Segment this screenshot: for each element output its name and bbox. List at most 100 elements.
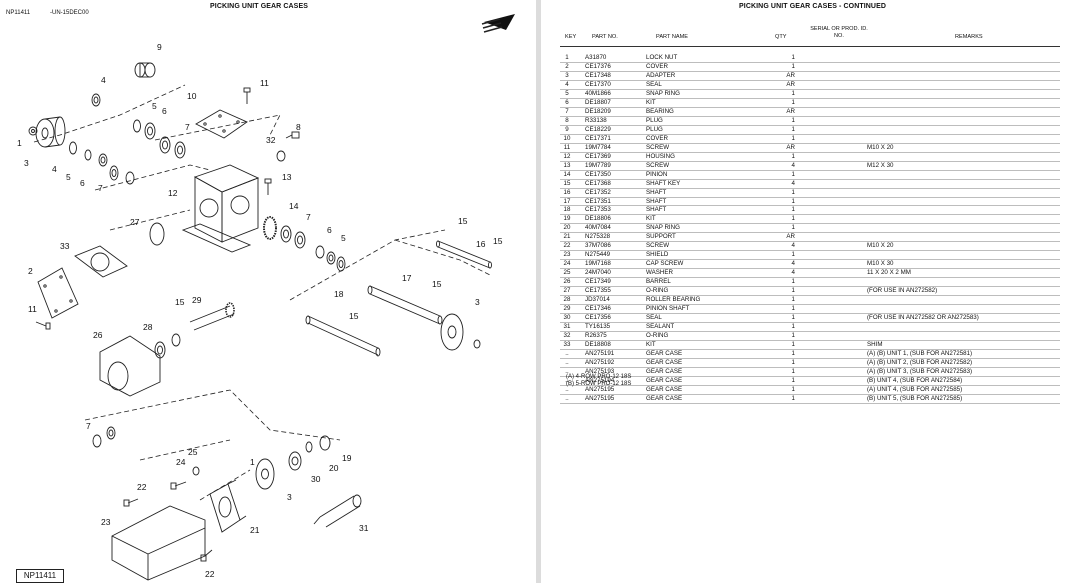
callout-number: 15 — [432, 279, 442, 289]
row-remarks: (A) UNIT 4, (SUB FOR AN272585) — [867, 385, 963, 393]
callout-number: 11 — [260, 78, 269, 88]
row-qty: 1 — [791, 206, 795, 214]
row-qty: 1 — [791, 349, 795, 357]
row-part-name: PLUG — [646, 116, 663, 124]
callout-number: 28 — [143, 322, 153, 332]
row-part-no: 19M7784 — [585, 143, 611, 151]
part-pinion — [263, 216, 346, 272]
part-lock-nut — [28, 126, 38, 136]
row-remarks: (A) (B) UNIT 3, (SUB FOR AN272583) — [867, 367, 973, 375]
row-part-name: BARREL — [646, 278, 671, 286]
row-qty: 1 — [791, 188, 795, 196]
callout-number: 1 — [250, 457, 255, 467]
row-qty: AR — [786, 107, 795, 115]
row-part-name: SNAP RING — [646, 224, 680, 232]
row-remarks: (B) UNIT 4, (SUB FOR AN272584) — [867, 376, 963, 384]
callout-number: 4 — [52, 164, 57, 174]
row-key: .. — [565, 349, 569, 357]
row-part-no: CE17346 — [585, 305, 611, 313]
row-key: 25 — [563, 269, 571, 277]
row-part-name: GEAR CASE — [646, 376, 683, 384]
row-part-name: SCREW — [646, 242, 670, 250]
row-qty: 1 — [791, 197, 795, 205]
part-rings-left — [69, 141, 135, 185]
row-part-no: CE17348 — [585, 71, 611, 79]
row-part-no: N275449 — [585, 251, 611, 259]
row-key: 9 — [565, 125, 569, 133]
right-page: PICKING UNIT GEAR CASES - CONTINUED KEY … — [541, 0, 1072, 583]
callout-number: 15 — [458, 216, 468, 226]
row-part-name: GEAR CASE — [646, 358, 683, 366]
footnote: (B) 5-ROW PRO-12 18S — [566, 381, 632, 387]
row-qty: 1 — [791, 152, 795, 160]
page-title: PICKING UNIT GEAR CASES — [210, 3, 308, 10]
part-roller-bearing — [154, 333, 181, 359]
callout-number: 21 — [250, 525, 260, 535]
part-shaft-16 — [436, 240, 492, 269]
part-plug-small — [285, 131, 300, 139]
row-part-no: CE17370 — [585, 80, 611, 88]
row-part-no: R26375 — [585, 332, 607, 340]
callout-number: 3 — [287, 492, 292, 502]
part-barrel — [99, 335, 161, 397]
row-key: 11 — [563, 143, 571, 151]
row-qty: 1 — [791, 62, 795, 70]
row-key: 4 — [565, 80, 569, 88]
row-key: 30 — [563, 314, 571, 322]
row-part-name: LOCK NUT — [646, 54, 678, 61]
callout-number: 6 — [327, 225, 332, 235]
row-part-no: CE18229 — [585, 125, 611, 133]
row-part-name: KIT — [646, 98, 656, 106]
row-key: 29 — [563, 305, 571, 313]
row-part-name: SCREW — [646, 143, 670, 151]
callout-number: 31 — [359, 523, 369, 533]
part-rings-lower — [288, 435, 331, 471]
row-key: .. — [565, 385, 569, 393]
row-qty: 1 — [791, 224, 795, 232]
row-part-no: DE18807 — [585, 98, 611, 106]
part-housing — [181, 164, 260, 253]
row-part-no: 19M7168 — [585, 260, 611, 268]
callout-number: 5 — [66, 172, 71, 182]
row-part-no: A31870 — [585, 54, 607, 61]
row-part-name: PINION SHAFT — [646, 305, 690, 313]
row-part-name: SHAFT — [646, 206, 667, 214]
row-qty: AR — [786, 233, 795, 241]
row-part-name: SHAFT — [646, 188, 667, 196]
row-qty: 1 — [791, 125, 795, 133]
row-remarks: SHIM — [867, 341, 883, 348]
row-key: 20 — [563, 224, 571, 232]
callout-number: 7 — [86, 421, 91, 431]
row-key: 8 — [565, 116, 569, 124]
assembly-lines — [33, 84, 491, 501]
row-qty: 4 — [791, 260, 795, 268]
row-qty: 1 — [791, 251, 795, 259]
row-qty: 1 — [791, 89, 795, 97]
callout-number: 17 — [402, 273, 412, 283]
row-qty: AR — [786, 143, 795, 151]
part-sealant-tube — [313, 494, 362, 528]
row-part-name: KIT — [646, 341, 656, 348]
part-screw-left — [35, 321, 51, 330]
callout-number: 22 — [205, 569, 215, 579]
part-gasket — [74, 245, 128, 278]
callout-number: 8 — [296, 122, 301, 132]
part-screw-22 — [123, 498, 213, 562]
row-qty: 4 — [791, 179, 795, 187]
row-key: 1 — [565, 54, 569, 61]
row-part-no: CE17355 — [585, 287, 611, 295]
row-qty: 4 — [791, 269, 795, 277]
callout-number: 23 — [101, 517, 111, 527]
row-part-name: ADAPTER — [646, 71, 676, 79]
callout-number: 26 — [93, 330, 103, 340]
